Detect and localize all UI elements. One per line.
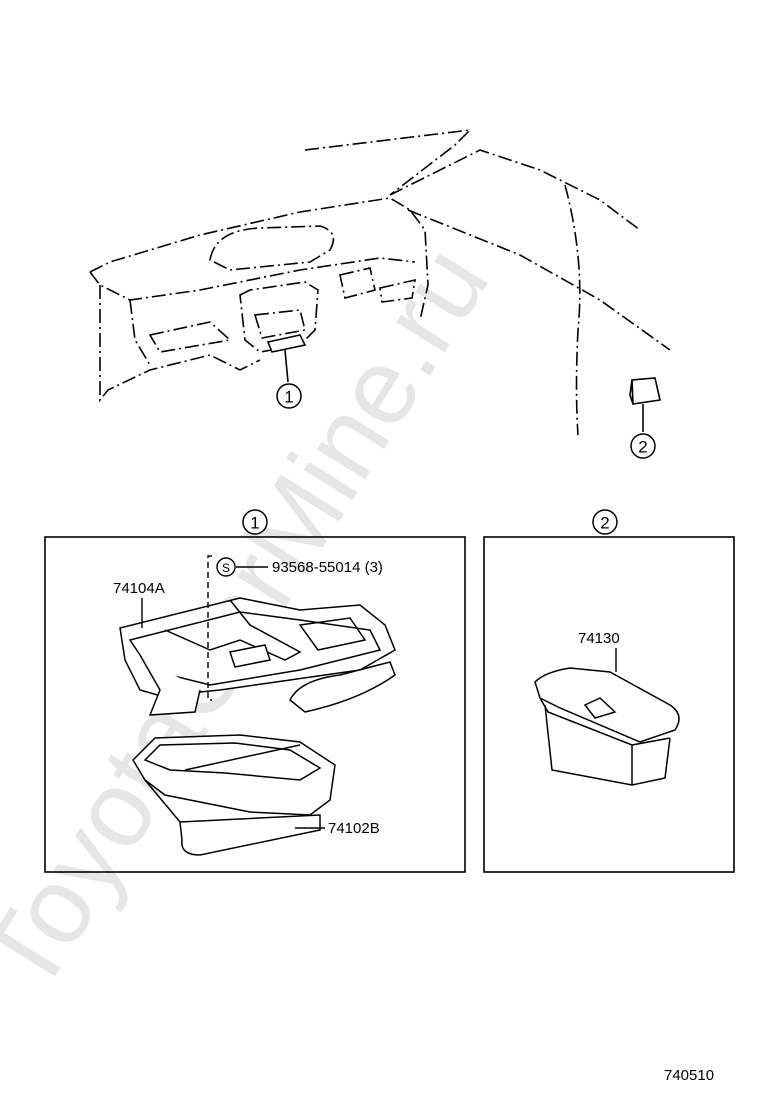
panel-2-frame [483,536,735,873]
panel-1-frame [44,536,466,873]
svg-text:1: 1 [284,388,293,407]
callout-1-panel: 1 [250,514,259,533]
bracket-drawing [119,597,396,716]
callout-1-panel-circle [242,509,268,535]
ashtray-drawing [534,667,680,786]
label-screw: 93568-55014 (3) [272,559,383,576]
glove-box-callout: 74102B [295,820,380,837]
label-ashtray: 74130 [578,630,620,647]
glove-box-drawing [132,734,336,856]
panel-2: 2 74130 [483,509,735,873]
callout-1-overview: 1 [276,383,302,409]
label-glove-box: 74102B [328,820,380,837]
callout-2-overview: 2 [630,433,656,459]
screw-symbol: S [222,561,230,575]
diagram-code: 740510 [664,1067,714,1084]
dashboard-overview [89,128,671,436]
callout-2-panel: 2 [600,514,609,533]
label-bracket: 74104A [113,580,165,597]
bracket-callout: 74104A [113,580,165,628]
screw-bracket-line [207,555,212,701]
panel-1: 1 [44,509,466,873]
screw-callout: S 93568-55014 (3) [216,557,383,577]
callout-2-panel-circle [592,509,618,535]
svg-text:2: 2 [638,438,647,457]
